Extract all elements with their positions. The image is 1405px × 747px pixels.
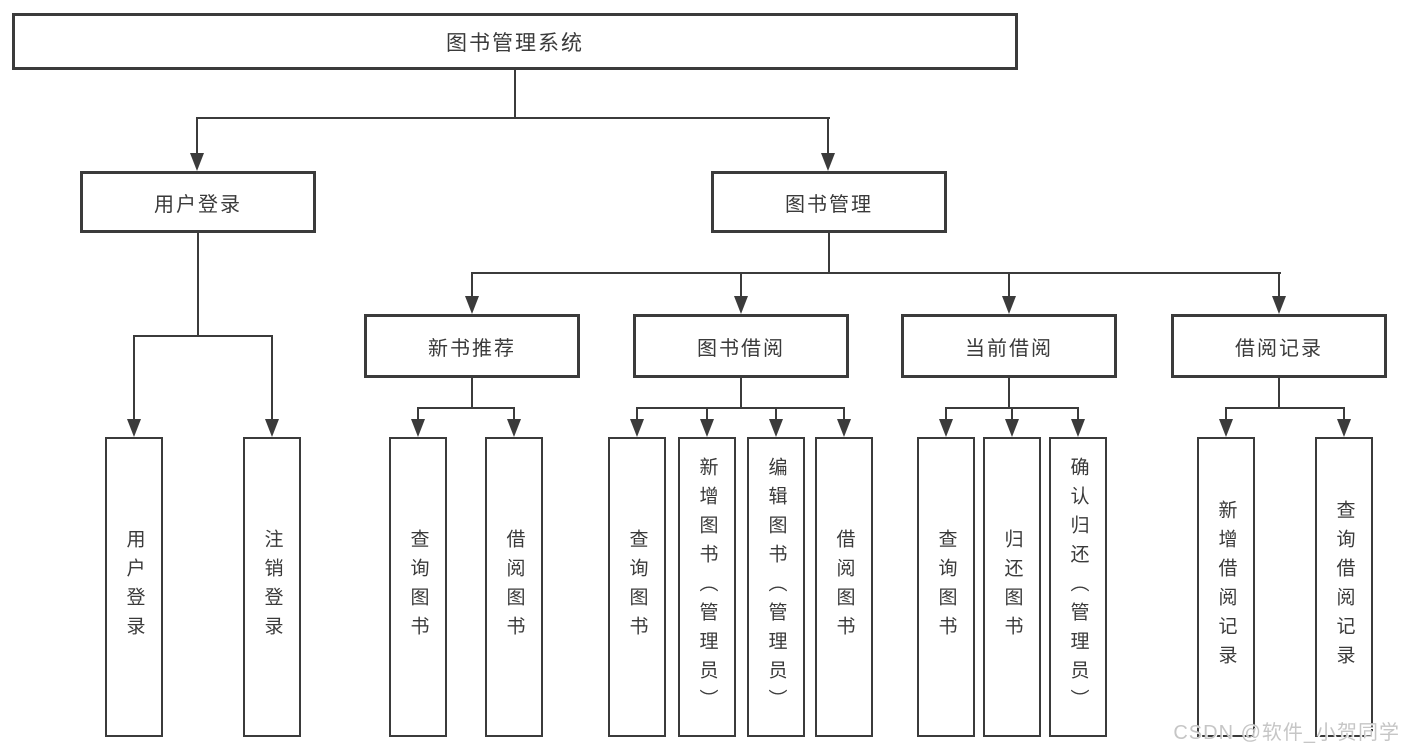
node-label: 编辑图书（管理员）: [765, 456, 787, 718]
connector-line: [706, 407, 708, 421]
arrow-down-icon: [411, 419, 425, 437]
connector-line: [196, 117, 198, 155]
connector-line: [1008, 378, 1010, 409]
node-label: 注销登录: [261, 529, 283, 645]
leaf-confirm-return-admin: 确认归还（管理员）: [1049, 437, 1107, 737]
connector-line: [1278, 378, 1280, 409]
arrow-down-icon: [190, 153, 204, 171]
node-current-borrowing: 当前借阅: [901, 314, 1117, 378]
arrow-down-icon: [1337, 419, 1351, 437]
node-new-book-recommend: 新书推荐: [364, 314, 580, 378]
leaf-add-borrow-record: 新增借阅记录: [1197, 437, 1255, 737]
leaf-logout: 注销登录: [243, 437, 301, 737]
connector-line: [843, 407, 845, 421]
connector-line: [514, 69, 516, 118]
node-system-root: 图书管理系统: [12, 13, 1018, 70]
connector-line: [740, 378, 742, 409]
connector-line: [828, 233, 830, 274]
connector-line: [513, 407, 515, 421]
node-label: 图书管理系统: [446, 31, 584, 55]
node-label: 查询借阅记录: [1333, 500, 1355, 674]
leaf-edit-book-admin: 编辑图书（管理员）: [747, 437, 805, 737]
connector-line: [417, 407, 419, 421]
arrow-down-icon: [734, 296, 748, 314]
node-label: 借阅图书: [833, 529, 855, 645]
node-label: 查询图书: [935, 529, 957, 645]
arrow-down-icon: [1002, 296, 1016, 314]
node-label: 图书借阅: [697, 337, 785, 360]
node-label: 用户登录: [123, 529, 145, 645]
connector-line: [271, 335, 273, 421]
connector-line: [1343, 407, 1345, 421]
node-label: 查询图书: [407, 529, 429, 645]
node-label: 新增借阅记录: [1215, 500, 1237, 674]
connector-line: [636, 407, 638, 421]
arrow-down-icon: [769, 419, 783, 437]
connector-line: [1225, 407, 1344, 409]
leaf-query-borrow-record: 查询借阅记录: [1315, 437, 1373, 737]
leaf-query-books-borrowing: 查询图书: [608, 437, 666, 737]
leaf-user-login: 用户登录: [105, 437, 163, 737]
leaf-borrow-books-borrowing: 借阅图书: [815, 437, 873, 737]
node-label: 当前借阅: [965, 337, 1053, 360]
node-book-management: 图书管理: [711, 171, 947, 233]
connector-line: [945, 407, 947, 421]
arrow-down-icon: [465, 296, 479, 314]
node-label: 查询图书: [626, 529, 648, 645]
connector-line: [1008, 272, 1010, 298]
leaf-borrow-books-recommend: 借阅图书: [485, 437, 543, 737]
connector-line: [1225, 407, 1227, 421]
node-book-borrowing: 图书借阅: [633, 314, 849, 378]
arrow-down-icon: [630, 419, 644, 437]
node-label: 借阅记录: [1235, 337, 1323, 360]
arrow-down-icon: [1219, 419, 1233, 437]
connector-line: [775, 407, 777, 421]
node-label: 用户登录: [154, 193, 242, 216]
connector-line: [417, 407, 515, 409]
connector-line: [1278, 272, 1280, 298]
connector-line: [827, 117, 829, 155]
connector-line: [133, 335, 273, 337]
arrow-down-icon: [127, 419, 141, 437]
node-user-login: 用户登录: [80, 171, 316, 233]
node-label: 归还图书: [1001, 529, 1023, 645]
watermark: CSDN @软件_小贺同学: [1173, 722, 1400, 744]
node-borrow-records: 借阅记录: [1171, 314, 1387, 378]
arrow-down-icon: [821, 153, 835, 171]
leaf-query-books-current: 查询图书: [917, 437, 975, 737]
connector-line: [1077, 407, 1079, 421]
arrow-down-icon: [1005, 419, 1019, 437]
arrow-down-icon: [507, 419, 521, 437]
connector-line: [1011, 407, 1013, 421]
connector-line: [133, 335, 135, 421]
node-label: 确认归还（管理员）: [1067, 456, 1089, 718]
arrow-down-icon: [1272, 296, 1286, 314]
leaf-add-book-admin: 新增图书（管理员）: [678, 437, 736, 737]
arrow-down-icon: [837, 419, 851, 437]
connector-line: [636, 407, 845, 409]
leaf-return-books: 归还图书: [983, 437, 1041, 737]
connector-line: [197, 117, 830, 119]
connector-line: [471, 378, 473, 409]
connector-line: [197, 233, 199, 337]
leaf-query-books-recommend: 查询图书: [389, 437, 447, 737]
connector-line: [471, 272, 1281, 274]
arrow-down-icon: [265, 419, 279, 437]
node-label: 借阅图书: [503, 529, 525, 645]
arrow-down-icon: [1071, 419, 1085, 437]
node-label: 新增图书（管理员）: [696, 456, 718, 718]
node-label: 新书推荐: [428, 337, 516, 360]
node-label: 图书管理: [785, 193, 873, 216]
connector-line: [740, 272, 742, 298]
arrow-down-icon: [700, 419, 714, 437]
connector-line: [471, 272, 473, 298]
arrow-down-icon: [939, 419, 953, 437]
